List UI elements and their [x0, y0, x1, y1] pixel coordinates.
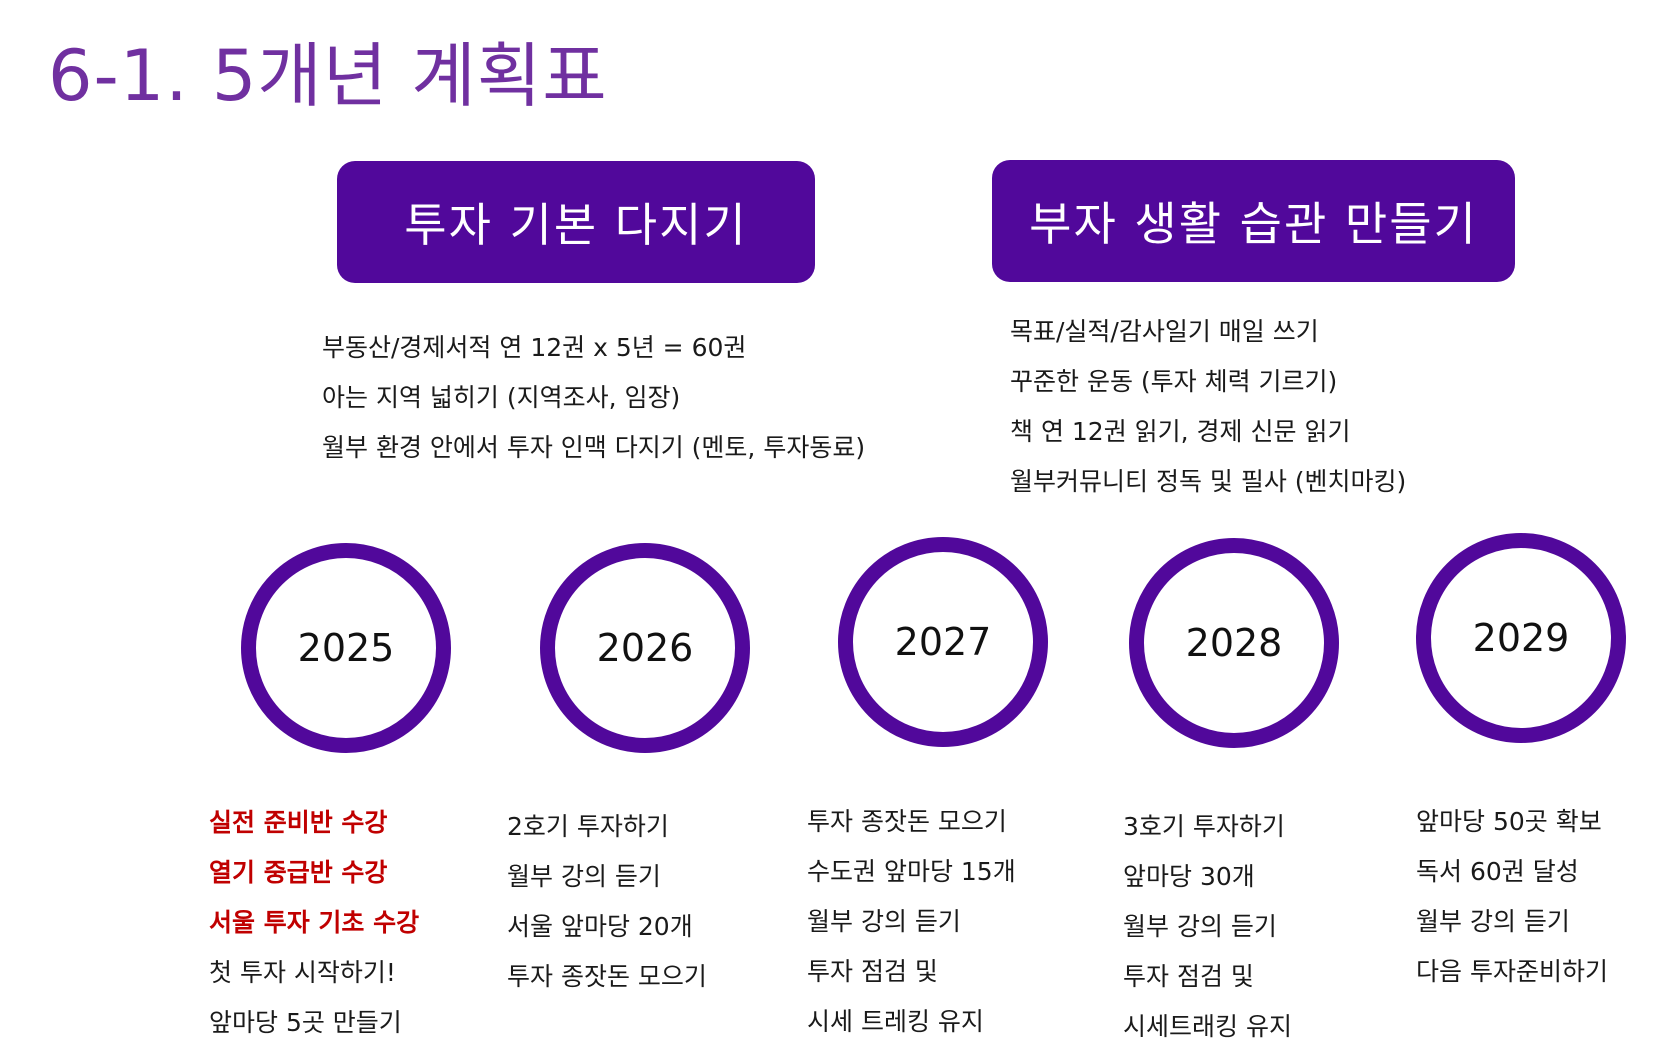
goal-item: 월부 환경 안에서 투자 인맥 다지기 (멘토, 투자동료) [322, 433, 866, 462]
goal-item: 아는 지역 넓히기 (지역조사, 임장) [322, 383, 681, 412]
task-item: 시세트래킹 유지 [1123, 1012, 1292, 1041]
year-circle-2026: 2026 [540, 543, 750, 753]
task-item: 서울 앞마당 20개 [507, 912, 693, 941]
task-item: 앞마당 30개 [1123, 862, 1255, 891]
year-circle-2028: 2028 [1129, 538, 1339, 748]
year-circle-2027: 2027 [838, 537, 1048, 747]
task-item: 투자 점검 및 [807, 957, 938, 986]
task-item: 수도권 앞마당 15개 [807, 857, 1016, 886]
task-item: 열기 중급반 수강 [209, 858, 388, 887]
task-item: 2호기 투자하기 [507, 812, 669, 841]
task-list-2028: 3호기 투자하기 앞마당 30개 월부 강의 듣기 투자 점검 및 시세트래킹 … [1123, 802, 1292, 1052]
task-item: 실전 준비반 수강 [209, 808, 388, 837]
goal-item: 책 연 12권 읽기, 경제 신문 읽기 [1010, 417, 1351, 446]
task-item: 투자 종잣돈 모으기 [507, 962, 707, 991]
task-item: 월부 강의 듣기 [1123, 912, 1277, 941]
investment-basics-goal-list: 부동산/경제서적 연 12권 x 5년 = 60권 아는 지역 넓히기 (지역조… [322, 323, 865, 473]
task-item: 앞마당 50곳 확보 [1416, 807, 1602, 836]
goal-item: 부동산/경제서적 연 12권 x 5년 = 60권 [322, 333, 747, 362]
task-item: 월부 강의 듣기 [507, 862, 661, 891]
task-item: 앞마당 5곳 만들기 [209, 1008, 402, 1037]
task-list-2027: 투자 종잣돈 모으기 수도권 앞마당 15개 월부 강의 듣기 투자 점검 및 … [807, 797, 1016, 1047]
wealth-habits-goal-list: 목표/실적/감사일기 매일 쓰기 꾸준한 운동 (투자 체력 기르기) 책 연 … [1010, 307, 1406, 507]
year-circle-2025: 2025 [241, 543, 451, 753]
task-item: 월부 강의 듣기 [807, 907, 961, 936]
page-title: 6-1. 5개년 계획표 [48, 35, 608, 117]
task-item: 투자 점검 및 [1123, 962, 1254, 991]
task-item: 투자 종잣돈 모으기 [807, 807, 1007, 836]
goal-item: 월부커뮤니티 정독 및 필사 (벤치마킹) [1010, 467, 1407, 496]
goal-item: 목표/실적/감사일기 매일 쓰기 [1010, 317, 1319, 346]
task-item: 첫 투자 시작하기! [209, 958, 396, 987]
task-item: 독서 60권 달성 [1416, 857, 1579, 886]
task-item: 서울 투자 기초 수강 [209, 908, 420, 937]
goal-item: 꾸준한 운동 (투자 체력 기르기) [1010, 367, 1338, 396]
task-list-2029: 앞마당 50곳 확보 독서 60권 달성 월부 강의 듣기 다음 투자준비하기 [1416, 797, 1608, 997]
year-circle-2029: 2029 [1416, 533, 1626, 743]
task-item: 다음 투자준비하기 [1416, 957, 1608, 986]
task-list-2025: 실전 준비반 수강 열기 중급반 수강 서울 투자 기초 수강 첫 투자 시작하… [209, 798, 419, 1048]
theme-box-wealth-habits: 부자 생활 습관 만들기 [992, 160, 1515, 282]
task-item: 시세 트레킹 유지 [807, 1007, 984, 1036]
theme-box-investment-basics: 투자 기본 다지기 [337, 161, 815, 283]
task-item: 3호기 투자하기 [1123, 812, 1285, 841]
task-item: 월부 강의 듣기 [1416, 907, 1570, 936]
task-list-2026: 2호기 투자하기 월부 강의 듣기 서울 앞마당 20개 투자 종잣돈 모으기 [507, 802, 707, 1002]
